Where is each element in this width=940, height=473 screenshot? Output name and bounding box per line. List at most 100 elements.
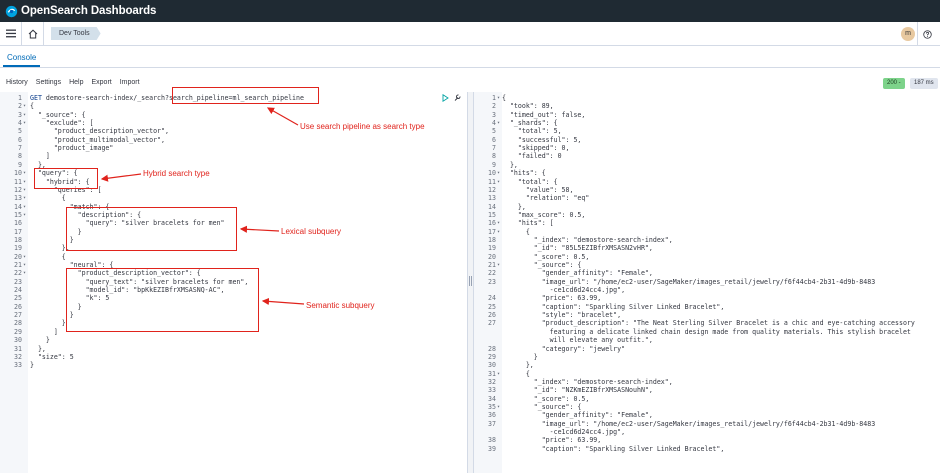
response-viewer[interactable]: 1▾{2 "took": 89,3 "timed_out": false,4▾ … (474, 92, 940, 473)
response-line-number: 27 (488, 319, 496, 328)
play-icon[interactable] (442, 94, 449, 102)
brand-bar: OpenSearch Dashboards (0, 0, 940, 22)
request-line: 30 } (0, 336, 467, 345)
fold-toggle-icon[interactable]: ▾ (497, 220, 501, 227)
request-code: } (30, 361, 34, 370)
response-line: 3 "timed_out": false, (474, 111, 940, 120)
request-line-number: 21 (14, 261, 22, 269)
request-line-number: 14 (14, 202, 22, 211)
response-code: { (502, 369, 530, 378)
fold-toggle-icon[interactable]: ▾ (23, 111, 27, 118)
toolbar-help[interactable]: Help (69, 79, 84, 86)
request-line: 28 } (0, 319, 467, 328)
toolbar-import[interactable]: Import (119, 79, 140, 86)
toolbar-settings[interactable]: Settings (35, 79, 62, 86)
menu-button[interactable] (0, 21, 22, 46)
response-line: 4▾ "_shards": { (474, 119, 940, 128)
fold-toggle-icon[interactable]: ▾ (23, 262, 27, 268)
request-line: 33} (0, 361, 467, 370)
request-line-number: 32 (14, 352, 22, 361)
response-line-number: 22 (488, 269, 496, 278)
request-line: 5 "product_description_vector", (0, 127, 467, 136)
wrench-icon[interactable] (453, 94, 461, 102)
brand-name[interactable]: OpenSearch Dashboards (21, 5, 157, 17)
request-line-number: 2 (18, 102, 22, 111)
request-line-number: 17 (14, 227, 22, 236)
fold-toggle-icon[interactable]: ▾ (497, 262, 501, 268)
nav-separator (917, 22, 918, 46)
tab-console[interactable]: Console (7, 53, 37, 62)
response-line: 38 "price": 63.99, (474, 436, 940, 445)
tab-divider (0, 67, 940, 68)
fold-toggle-icon[interactable]: ▾ (497, 178, 501, 185)
response-code: "relation": "eq" (502, 194, 590, 203)
response-code: "price": 63.99, (502, 294, 602, 303)
fold-toggle-icon[interactable]: ▾ (497, 120, 501, 127)
pane-resizer[interactable] (467, 92, 474, 473)
avatar[interactable]: m (901, 27, 915, 41)
request-code: "description": { (30, 210, 142, 219)
response-code: }, (502, 202, 526, 211)
request-line-number: 8 (18, 152, 22, 161)
request-code: } (30, 336, 50, 345)
request-code: GET demostore-search-index/_search?searc… (30, 94, 304, 103)
response-line-number: 30 (488, 361, 496, 370)
request-line-number: 22 (14, 269, 22, 278)
request-line: 27 } (0, 311, 467, 320)
request-code: "match": { (30, 202, 110, 211)
response-line-number: 21 (488, 261, 496, 269)
response-code: -ce1cd6d24cc4.jpg", (502, 286, 626, 295)
pane-resizer-grip[interactable] (469, 276, 472, 286)
response-code: { (502, 227, 530, 236)
response-line-number: 12 (488, 185, 496, 194)
request-line: 20▾ { (0, 253, 467, 262)
response-code: "total": { (502, 177, 558, 186)
response-line: 1▾{ (474, 94, 940, 103)
response-line-number: 8 (492, 152, 496, 161)
fold-toggle-icon[interactable]: ▾ (23, 203, 27, 210)
fold-toggle-icon[interactable]: ▾ (497, 403, 501, 410)
fold-toggle-icon[interactable]: ▾ (497, 370, 501, 377)
help-button[interactable] (921, 27, 934, 41)
breadcrumb-dev-tools[interactable]: Dev Tools (51, 27, 101, 40)
request-code: "queries": [ (30, 185, 102, 194)
toolbar-history[interactable]: History (6, 79, 28, 86)
search-pipeline-highlight (172, 87, 319, 104)
status-badge: 200 - (883, 78, 905, 89)
toolbar-export[interactable]: Export (91, 79, 112, 86)
response-code: "_source": { (502, 402, 582, 411)
response-code: "timed_out": false, (502, 110, 586, 119)
response-line: 31▾ { (474, 370, 940, 379)
response-line-number: 35 (488, 402, 496, 411)
request-line-number: 4 (18, 119, 22, 128)
fold-toggle-icon[interactable]: ▾ (23, 120, 27, 127)
fold-toggle-icon[interactable]: ▾ (23, 186, 27, 193)
request-code: "exclude": [ (30, 119, 94, 128)
time-badge: 187 ms (910, 78, 938, 89)
request-code: "product_image" (30, 144, 114, 153)
fold-toggle-icon[interactable]: ▾ (23, 270, 27, 277)
fold-toggle-icon[interactable]: ▾ (23, 170, 27, 177)
response-line: -ce1cd6d24cc4.jpg", (474, 428, 940, 437)
response-line: 33 "_id": "NZKmEZIBfrXMSASNouhN", (474, 386, 940, 395)
fold-toggle-icon[interactable]: ▾ (23, 253, 27, 260)
fold-toggle-icon[interactable]: ▾ (23, 211, 27, 218)
response-line-number: 2 (492, 102, 496, 111)
response-line-number: 33 (488, 386, 496, 395)
request-code: "product_description_vector": { (30, 269, 201, 278)
fold-toggle-icon[interactable]: ▾ (497, 170, 501, 177)
fold-toggle-icon[interactable]: ▾ (497, 228, 501, 235)
fold-toggle-icon[interactable]: ▾ (23, 103, 27, 110)
response-code: "successful": 5, (502, 135, 582, 144)
response-code: }, (502, 160, 518, 169)
response-line-number: 28 (488, 344, 496, 353)
home-button[interactable] (22, 21, 44, 46)
response-line-number: 37 (488, 419, 496, 428)
response-code: "value": 58, (502, 185, 574, 194)
fold-toggle-icon[interactable]: ▾ (23, 178, 27, 185)
fold-toggle-icon[interactable]: ▾ (497, 95, 501, 101)
fold-toggle-icon[interactable]: ▾ (23, 195, 27, 202)
response-code: "image_url": "/home/ec2-user/SageMaker/i… (502, 277, 876, 286)
response-line-number: 1 (492, 94, 496, 102)
